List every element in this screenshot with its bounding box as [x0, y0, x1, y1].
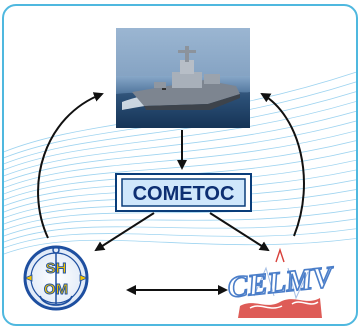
arrow-cometoc-to-shom	[94, 212, 155, 252]
diagram-canvas: COMETOC SH OM CELMV	[4, 28, 356, 318]
diagram-frame: COMETOC SH OM CELMV	[2, 4, 358, 326]
arrow-cometoc-to-celm	[209, 212, 270, 252]
shom-logo: SH OM	[23, 245, 89, 311]
shom-logo-text-bottom: OM	[44, 281, 68, 298]
cometoc-label: COMETOC	[133, 183, 235, 205]
cometoc-box: COMETOC	[115, 173, 252, 212]
arrow-celm-to-ship	[260, 92, 305, 237]
celm-logo: CELMV	[225, 247, 338, 318]
arrow-shom-to-ship	[37, 92, 104, 239]
celm-logo-text: CELMV	[226, 260, 337, 304]
shom-logo-text-top: SH	[46, 260, 67, 277]
ship-photo	[116, 28, 250, 128]
